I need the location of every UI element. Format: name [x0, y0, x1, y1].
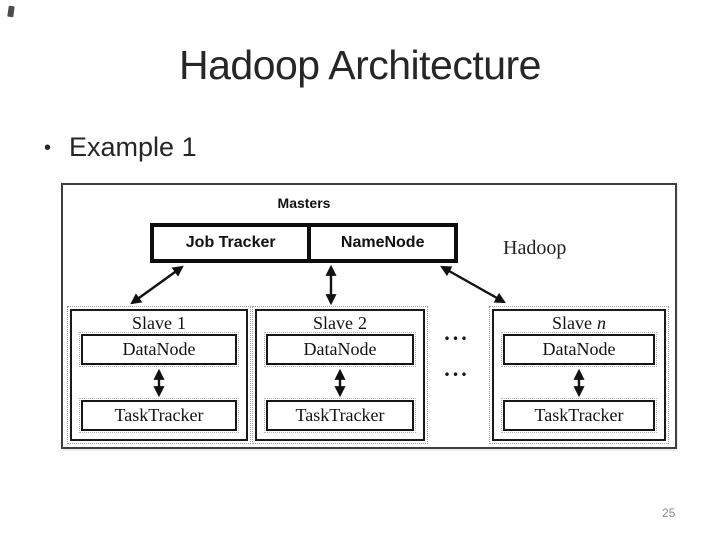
name-node-box: NameNode	[307, 227, 454, 259]
bullet-icon: •	[44, 137, 52, 159]
slide-title: Hadoop Architecture	[178, 42, 542, 88]
job-tracker-box: Job Tracker	[185, 234, 276, 251]
hadoop-architecture-diagram: Masters Job Tracker NameNode Hadoop Slav…	[61, 183, 677, 449]
slave-1-datanode-box: DataNode	[79, 332, 239, 367]
ellipsis-row-2: ...	[444, 356, 470, 381]
slave-n-tasktracker-box: TaskTracker	[501, 398, 657, 433]
masters-label: Masters	[277, 195, 331, 211]
page-number: 25	[662, 506, 676, 520]
slave-title-suffix: 2	[358, 313, 368, 333]
bullet-line: • Example 1	[44, 132, 197, 163]
slave-2-datanode-box: DataNode	[264, 332, 416, 367]
hadoop-label: Hadoop	[503, 237, 567, 259]
slave-1-tasktracker-box: TaskTracker	[79, 398, 239, 433]
slave-title-suffix: n	[597, 313, 607, 333]
slave-title-prefix: Slave	[312, 313, 353, 333]
slave-title-suffix: 1	[177, 313, 187, 333]
double-arrow-masters-slaven	[440, 265, 506, 304]
slave-2-tasktracker-box: TaskTracker	[264, 398, 416, 433]
masters-box: Job Tracker NameNode	[150, 223, 458, 263]
slave-n-datanode-box: DataNode	[501, 332, 657, 367]
scan-artifact	[7, 5, 15, 18]
bullet-text: Example 1	[69, 132, 197, 162]
ellipsis-row-1: ...	[444, 320, 470, 345]
slave-title-prefix: Slave	[551, 313, 592, 333]
double-arrow-masters-slave1	[130, 265, 184, 305]
slave-title-prefix: Slave	[131, 313, 172, 333]
